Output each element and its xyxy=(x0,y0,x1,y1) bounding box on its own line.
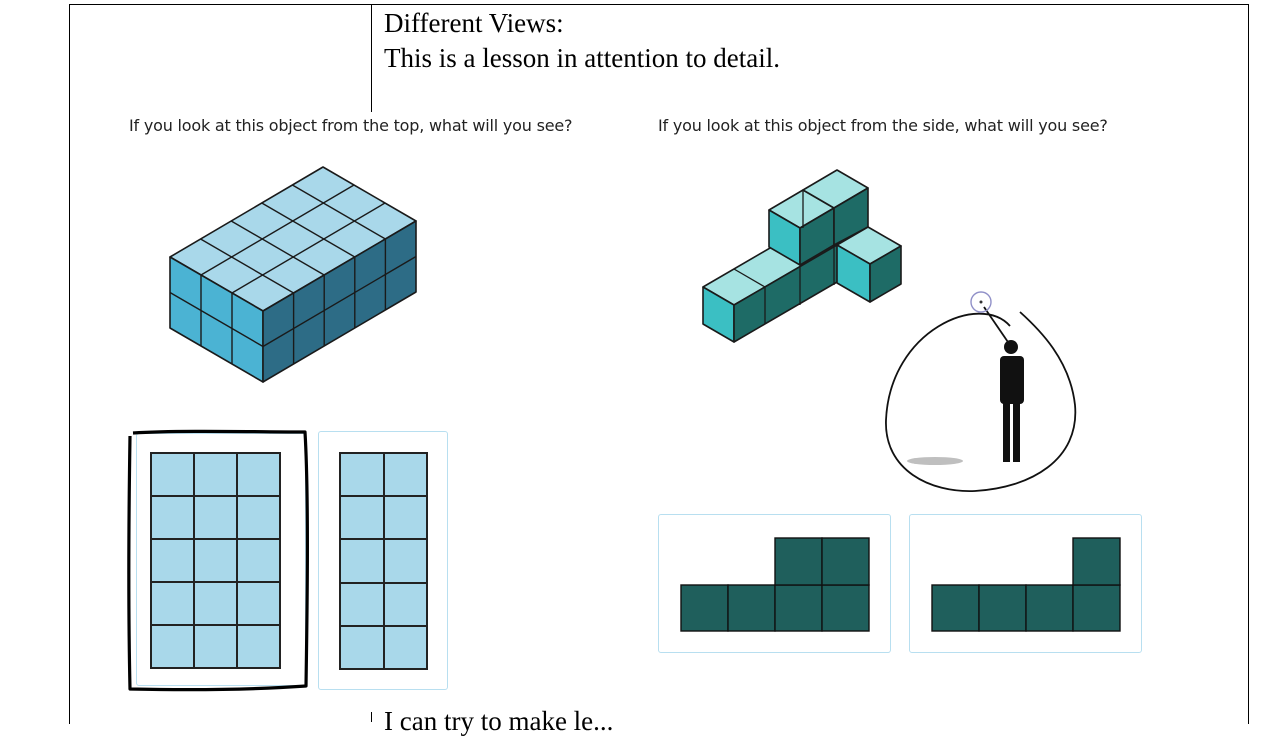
grid-5x3 xyxy=(150,452,281,669)
lesson-title: Different Views: xyxy=(384,8,564,38)
lesson-header: Different Views: This is a lesson in att… xyxy=(384,6,780,76)
bottom-divider xyxy=(371,712,372,722)
question-side-view: If you look at this object from the side… xyxy=(658,116,1108,135)
side-profile-b xyxy=(931,537,1121,632)
side-view-choice-b[interactable] xyxy=(909,514,1142,653)
side-profile-a xyxy=(680,537,870,632)
stepped-cube-object xyxy=(702,169,902,343)
top-view-choice-b[interactable] xyxy=(318,431,448,690)
footer-text: I can try to make le... xyxy=(384,706,614,736)
top-view-choice-a[interactable] xyxy=(136,433,306,686)
document-page xyxy=(69,4,1249,724)
question-top-view: If you look at this object from the top,… xyxy=(129,116,573,135)
lesson-subtitle: This is a lesson in attention to detail. xyxy=(384,43,780,73)
grid-5x2 xyxy=(339,452,428,670)
rectangular-cube-prism xyxy=(169,166,417,383)
side-view-choice-a[interactable] xyxy=(658,514,891,653)
title-divider xyxy=(371,4,372,112)
